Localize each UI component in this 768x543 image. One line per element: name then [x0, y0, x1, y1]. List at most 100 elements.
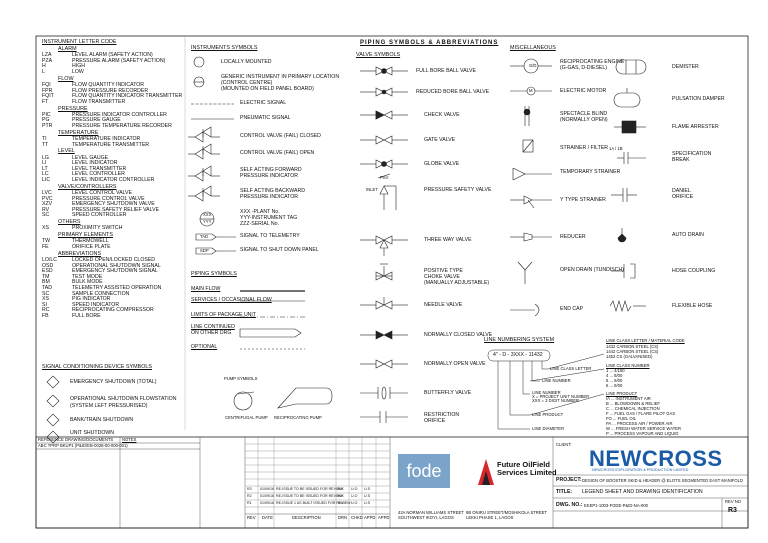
ilc-code: PTR	[42, 123, 53, 129]
ilc-description: PRESSURE SAFETY RELIEF VALVE	[72, 206, 160, 213]
class-number-2: 4 ... 6/00	[606, 373, 623, 378]
psv-tag: PSV	[380, 175, 389, 180]
class-number-1: 1 ... 4/150	[606, 368, 625, 373]
ilc-description: FULL BORE	[72, 313, 101, 319]
newcross-logo: NEWCROSS	[589, 446, 723, 471]
rev-cell-drn: K.K	[338, 487, 344, 491]
ilc-code: FE	[42, 244, 49, 250]
ilc-description: LEVEL TRANSMITTER	[72, 165, 127, 172]
bank-train-shutdown-label: BANK/TRAIN SHUTDOWN	[70, 417, 134, 423]
ilc-description: LEVEL GAUGE	[72, 154, 109, 161]
check-valve-label: CHECK VALVE	[424, 112, 460, 118]
ilc-group-heading: OTHERS	[58, 219, 81, 226]
reciprocating-engine-label: RECIPROCATING ENGINE	[560, 59, 625, 65]
reduced-bore-ball-valve-label: REDUCED BORE BALL VALVE	[416, 89, 490, 95]
full-bore-ball-valve-label: FULL BORE BALL VALVE	[416, 68, 476, 74]
pneumatic-signal-label: PNEUMATIC SIGNAL	[240, 115, 291, 121]
ff-address-2: LEKKI PHASE 1, LAGOS	[466, 515, 514, 520]
miscellaneous-heading: MISCELLANEOUS	[510, 45, 556, 51]
notes-heading: NOTES	[122, 437, 137, 442]
reciprocating-pump-label: RECIPROCATING PUMP	[274, 415, 322, 420]
line-class-item-2: 1442 CARBON STEEL (CS)	[606, 349, 659, 354]
self-acting-forward-label: SELF ACTING FORWARD	[240, 167, 302, 173]
motor-tag: M	[529, 88, 533, 93]
ilc-code: PG	[42, 117, 50, 124]
rev-cell-appd: U.S	[364, 487, 370, 491]
fode-logo: fode	[398, 454, 450, 488]
ilc-description: THERMOWELL	[72, 238, 109, 245]
product-7: W ... FRESH WATER SERVICE WATER	[606, 426, 682, 431]
ilc-code: LT	[42, 165, 48, 172]
ilc-code: L	[42, 69, 45, 75]
project-label: PROJECT:	[556, 477, 582, 483]
ilc-code: LIC	[42, 177, 51, 183]
instrument-letter-code-heading: INSTRUMENT LETTER CODE	[42, 39, 117, 45]
ilc-code: TAD	[42, 285, 52, 291]
dwg-no-value: EKEP1-1003-FODE-P&ID-NA-000	[584, 503, 648, 508]
ilc-code: H	[42, 63, 46, 70]
ilc-code: PVC	[42, 195, 53, 202]
pump-symbols-heading: PUMP SYMBOLS	[224, 376, 258, 381]
rev-header-chkd: CHKD	[351, 515, 363, 520]
ilc-description: PRESSURE CONTROL VALVE	[72, 195, 145, 202]
centrifugal-pump-label: CENTRIFUGAL PUMP	[225, 415, 268, 420]
rev-cell-rev: R3	[247, 487, 252, 491]
class-number-3: 5 ... 6/00	[606, 378, 623, 383]
project-value: DESIGN OF BOOSTER SKID & HEADER @ ELOTS …	[582, 478, 743, 483]
ilc-description: FLOW PRESSURE RECORDER	[72, 87, 149, 94]
rev-cell-appd: U.S	[364, 494, 370, 498]
ilc-description: PRESSURE ALARM (SAFETY ACTION)	[72, 57, 166, 64]
rev-header-date: DATE	[262, 515, 273, 520]
ilc-code: LI	[42, 160, 47, 167]
rev-cell-rev: R2	[247, 494, 252, 498]
ilc-code: LO/LC	[42, 257, 57, 263]
ilc-code: FPR	[42, 87, 53, 94]
temporary-strainer-label: TEMPORARY STRAINER	[560, 169, 621, 175]
title-label: TITLE:	[556, 489, 573, 495]
needle-valve-label: NEEDLE VALVE	[424, 302, 463, 308]
ilc-code: TT	[42, 141, 49, 148]
ilc-code: LG	[42, 154, 49, 161]
ilc-code: FQI	[42, 82, 51, 88]
services-flow-label: SERVICES / OCCASIONAL FLOW	[191, 297, 272, 303]
globe-valve-label: GLOBE VALVE	[424, 161, 460, 167]
line-continued-label: LINE CONTINUED	[191, 324, 235, 330]
ilc-description: LEVEL ALARM (SAFETY ACTION)	[72, 52, 153, 59]
esd-total-label: EMERGENCY SHUTDOWN (TOTAL)	[70, 379, 157, 385]
butterfly-valve-label: BUTTERFLY VALVE	[424, 390, 472, 396]
rev-cell-date: 01/09/16	[260, 501, 274, 505]
control-valve-closed-label: CONTROL VALVE (FAIL) CLOSED	[240, 133, 321, 139]
client-label: CLIENT:	[556, 442, 572, 447]
auto-drain-label: AUTO DRAIN	[672, 232, 704, 238]
ilc-code: ESD	[42, 268, 53, 275]
ilc-description: EMERGENCY SHUTDOWN VALVE	[72, 201, 155, 208]
ilc-group-heading: FLOW	[58, 75, 74, 82]
ilc-group-heading: PRIMARY ELEMENTS	[58, 232, 113, 239]
pulsation-damper-label: PULSATION DAMPER	[672, 96, 725, 102]
specification-break-label: BREAK	[672, 157, 690, 163]
class-number-4: 6 ... 6/00	[606, 383, 623, 388]
ilc-code: RC	[42, 307, 50, 314]
ff-address-1: 9B ONIRU STREET/MOSHIKOLA STREET	[466, 510, 547, 515]
end-cap-label: END CAP	[560, 306, 584, 312]
line-product-heading: LINE PRODUCT	[606, 391, 638, 396]
ilc-description: TEMPERATURE TRANSMITTER	[72, 141, 150, 148]
ilc-code: SC	[42, 290, 50, 297]
future-oilfield-logo: Future OilField Services Limited	[497, 460, 557, 477]
ilc-description: SAMPLE CONNECTION	[72, 290, 130, 297]
ilc-code: XS	[42, 225, 49, 232]
optional-label: OPTIONAL	[191, 344, 218, 350]
ilc-description: SPEED CONTROLLER	[72, 212, 127, 219]
signal-to-telemetry-label: SIGNAL TO TELEMETRY	[240, 233, 300, 239]
rev-cell-drn: K.K	[338, 501, 344, 505]
ilc-code: FQIT	[42, 93, 54, 100]
ilc-description: HIGH	[72, 63, 85, 70]
osd-flowstation-sub-label: (SYSTEM LEFT PRESSURISED)	[70, 403, 148, 409]
ilc-description: TELEMETRY ASSISTED OPERATION	[72, 285, 162, 291]
normally-open-valve-label: NORMALLY OPEN VALVE	[424, 361, 486, 367]
yyy-tag: YYY	[203, 219, 212, 224]
rev-header-appd: APPD	[364, 515, 376, 520]
rev-header-description: DESCRIPTION	[292, 515, 321, 520]
line-numbering-heading: LINE NUMBERING SYSTEM	[484, 337, 555, 343]
